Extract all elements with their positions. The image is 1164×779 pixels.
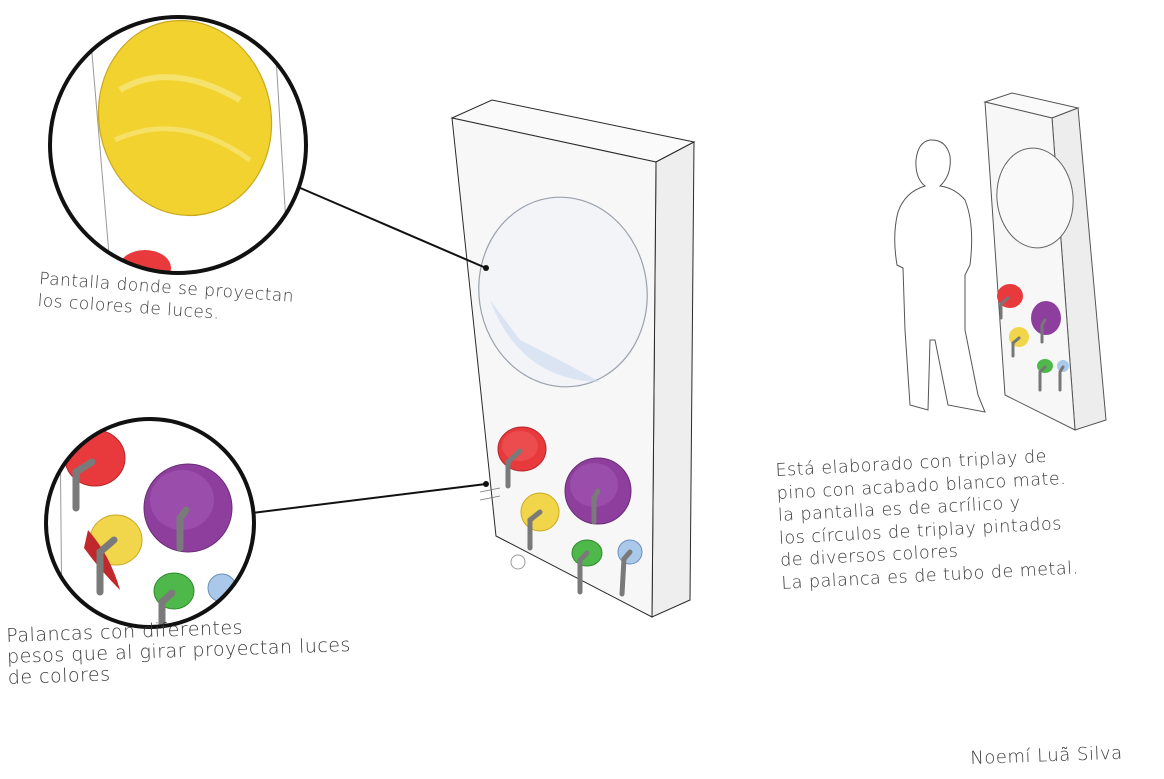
- callout-line-screen: [298, 187, 486, 268]
- callout-dot-levers: [483, 481, 489, 487]
- zoom-detail-levers: [46, 419, 254, 630]
- small-panel: [985, 93, 1106, 430]
- callout-line-levers: [252, 484, 486, 513]
- panel-side-face: [652, 142, 694, 617]
- callout-dot-screen: [483, 265, 489, 271]
- levers-annotation: Palancas con diferentes pesos que al gir…: [6, 614, 352, 689]
- scale-person-silhouette: [895, 140, 985, 412]
- disc-red: [498, 427, 546, 471]
- main-panel: [452, 100, 694, 617]
- small-knob: [511, 555, 525, 569]
- materials-description: Está elaborado con triplay de pino con a…: [775, 444, 1079, 594]
- zoom-detail-screen: [50, 4, 306, 290]
